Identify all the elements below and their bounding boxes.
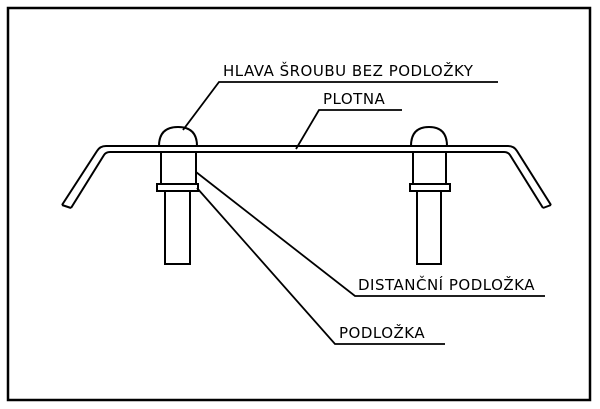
plate	[61, 145, 552, 209]
leader-spacer	[195, 171, 545, 297]
label-washer: PODLOŽKA	[339, 323, 425, 342]
bolt-head-left	[157, 125, 199, 147]
spacer-left	[160, 151, 197, 185]
drawing-frame	[6, 6, 592, 402]
leader-plate	[295, 109, 402, 150]
leader-washer	[196, 187, 445, 345]
bolt-head-right	[409, 125, 449, 147]
washer-right	[409, 183, 451, 192]
leader-bolt-head	[182, 81, 498, 131]
bolt-left	[156, 125, 199, 265]
bolt-right	[409, 125, 451, 265]
label-plate: PLOTNA	[323, 90, 386, 108]
bolt-shank-right	[416, 190, 442, 265]
leaders	[182, 81, 545, 345]
spacer-right	[412, 151, 447, 185]
washer-left	[156, 183, 199, 192]
bolt-shank-left	[164, 190, 191, 265]
label-bolt-head: HLAVA ŠROUBU BEZ PODLOŽKY	[223, 61, 474, 80]
label-spacer: DISTANČNÍ PODLOŽKA	[358, 275, 535, 294]
